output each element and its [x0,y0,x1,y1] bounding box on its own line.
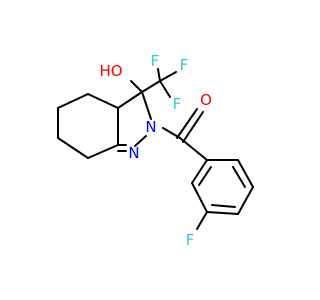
pyrazoline-ring [117,91,152,152]
ring-nitrogen-label: N [145,118,156,136]
carbonyl-oxygen-label: O [200,91,212,109]
fluorobenzene-ring [191,159,254,230]
bond-ar3-ar4 [206,211,239,215]
bond-ar1-ar2 [191,159,208,184]
bond-cf3-f-left [157,68,161,82]
bond-c3a-c3 [117,91,143,109]
bond-ar1-ar2-inner [198,166,212,186]
bond-c3a-c4 [87,93,119,109]
bond-carbonyl-aryl [179,137,208,161]
hydroxyl-label: HO [99,62,122,80]
bond-ar3-ar4-inner [211,204,236,208]
imine-nitrogen-label: N [128,144,139,162]
fluorine-top-label: F [151,52,160,70]
bond-c6-c7 [57,137,89,159]
carbonyl-group [162,108,208,161]
aryl-fluorine-label: F [186,231,195,249]
bond-ar5-ar6 [237,159,254,188]
cyclohexane-ring [57,93,119,159]
bond-ar2-ar3 [191,182,208,213]
molecule-structure-diagram: HO F F F N N O F [57,52,254,249]
bond-ar3-f [196,211,208,230]
bond-c7-c7a [87,144,119,159]
bond-c3-oh [130,80,143,93]
fluorine-left-label: F [180,56,189,74]
bond-cf3-f-top [159,71,177,82]
bond-ar5-ar6-inner [232,166,246,188]
bond-n2-n1 [134,135,147,147]
bond-cf3-f-right [159,80,171,98]
bond-c3-cf3 [141,80,161,93]
bond-ar4-ar5 [237,186,254,215]
bond-c3-n2 [141,91,152,120]
bond-carbonyl-o-b [182,111,204,143]
c3-substituents [130,68,177,98]
bond-c4-c5 [57,93,89,109]
fluorine-right-label: F [173,95,182,113]
bond-carbonyl-o-a [176,108,198,139]
